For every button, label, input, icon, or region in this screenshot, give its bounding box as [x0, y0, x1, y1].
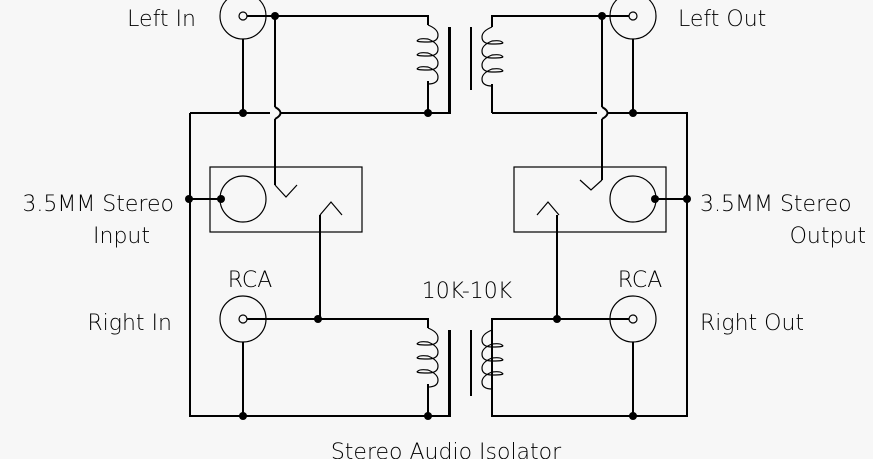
label-left-in: Left In [127, 7, 196, 32]
label-output-jack-line1: 3.5MM Stereo [700, 192, 852, 217]
junction-dot [629, 109, 637, 117]
input-3.5mm-jack [209, 166, 363, 233]
label-left-out: Left Out [678, 7, 766, 32]
rca-center-pin [238, 11, 248, 21]
left-in-signal-wire [247, 15, 429, 25]
left-out-rca-jack [609, 0, 657, 40]
jack-body [513, 166, 667, 233]
junction-dot [424, 412, 432, 420]
left-crossover-hop [274, 106, 282, 120]
right-transformer-secondary-coil-bottom [481, 329, 504, 390]
junction-dot [651, 195, 659, 203]
jack-body [209, 166, 363, 233]
right-transformer-secondary-coil [481, 26, 504, 87]
jack-sleeve [609, 175, 657, 223]
label-input-jack-line1: 3.5MM Stereo [22, 192, 174, 217]
right-in-signal-wire [247, 318, 429, 328]
label-right-out: Right Out [700, 311, 804, 336]
jack-tip-contact [274, 184, 298, 198]
right-crossover-hop [601, 106, 609, 120]
jack-ring-contact [536, 201, 560, 216]
jack-sleeve [219, 175, 267, 223]
junction-dot [629, 412, 637, 420]
label-transformer-rating: 10K-10K [422, 279, 513, 304]
junction-dot [424, 109, 432, 117]
rca-center-pin [238, 314, 248, 324]
junction-dot [314, 315, 322, 323]
label-rca-right: RCA [618, 268, 663, 293]
right-out-signal-wire [491, 318, 629, 330]
label-rca-left: RCA [228, 268, 273, 293]
rca-center-pin [628, 314, 638, 324]
junction-dot [598, 12, 606, 20]
junction-dot [217, 195, 225, 203]
output-3.5mm-jack [513, 166, 667, 233]
junction-dot [239, 412, 247, 420]
right-transformer-primary-coil [416, 327, 439, 388]
jack-tip-contact [579, 179, 603, 191]
diagram-title: Stereo Audio Isolator [331, 440, 562, 459]
right-top-ground-wire [491, 112, 688, 417]
left-transformer-primary-coil [416, 24, 439, 85]
junction-dot [271, 12, 279, 20]
left-top-ground-wire [190, 27, 451, 114]
label-output-jack-line2: Output [790, 224, 866, 249]
junction-dot [185, 195, 193, 203]
junction-dot [553, 315, 561, 323]
label-right-in: Right In [87, 311, 172, 336]
junction-dot [239, 109, 247, 117]
left-out-signal-wire [491, 15, 629, 27]
rca-center-pin [628, 11, 638, 21]
label-input-jack-line2: Input [93, 224, 150, 249]
junction-dot [683, 195, 691, 203]
left-in-rca-jack [219, 0, 267, 40]
jack-ring-contact [319, 201, 343, 216]
